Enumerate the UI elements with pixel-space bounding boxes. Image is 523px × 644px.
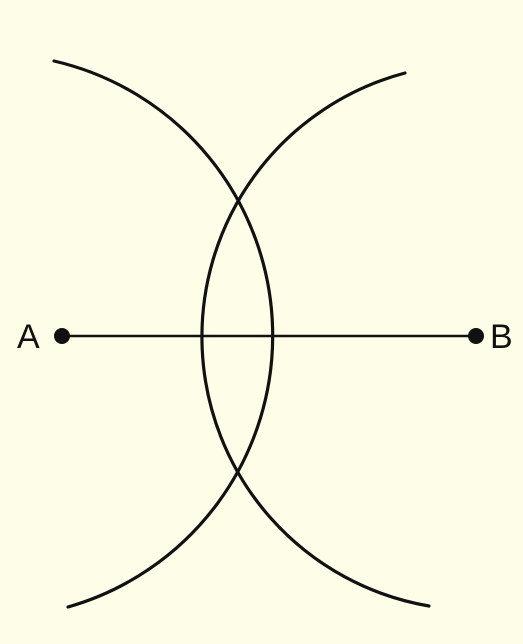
point-b-label: B xyxy=(490,318,513,356)
point-b-dot xyxy=(468,328,484,344)
arc-from-b xyxy=(200,71,431,608)
arc-from-a xyxy=(52,59,275,609)
point-a-label: A xyxy=(17,318,40,356)
point-a-dot xyxy=(54,328,70,344)
